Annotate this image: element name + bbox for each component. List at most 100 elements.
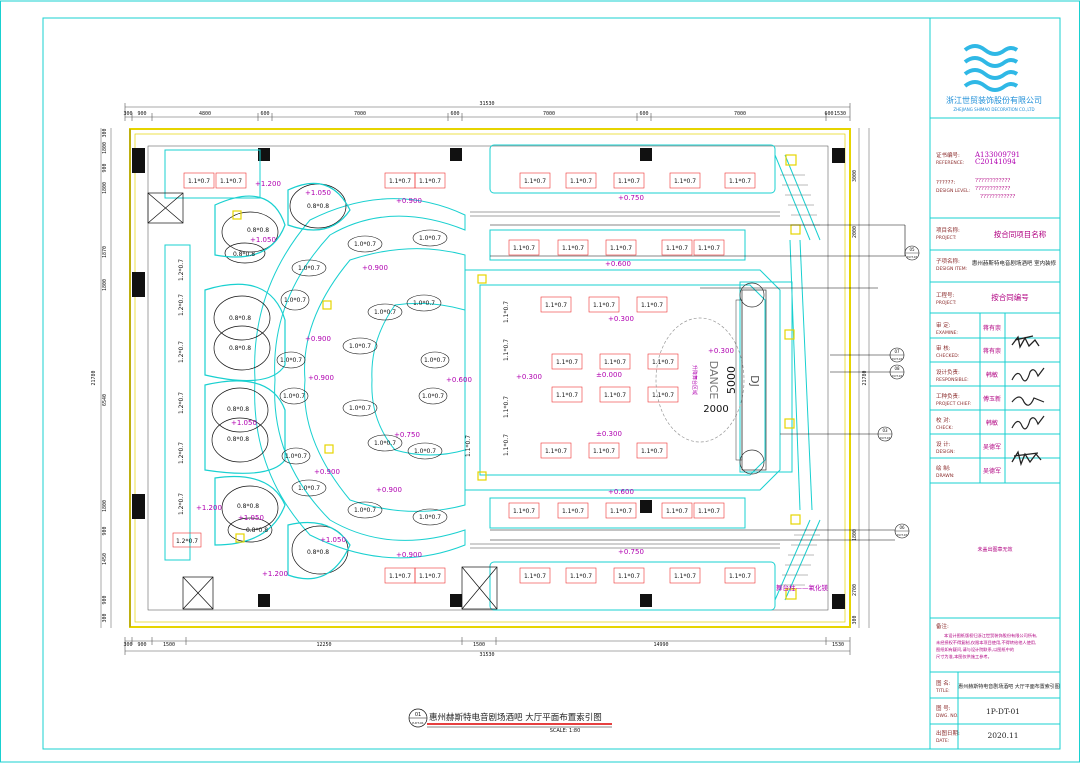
- top-dimension-labels: 31530 300 900 4800 600 7000 600 7000 600…: [123, 101, 846, 117]
- table-label: 1.1*0.7: [556, 392, 578, 399]
- section-markers: 05 P-DT-03 07 P-DT-03 08 P-DT-03 03 P-DT…: [490, 224, 920, 541]
- level-label: +0.900: [362, 264, 388, 272]
- table-label: 1.1*0.7: [698, 508, 720, 515]
- table-label: 1.0*0.7: [419, 235, 441, 242]
- notes-label: 备注:: [936, 622, 949, 630]
- svg-text:900: 900: [102, 526, 108, 535]
- drawing-title-label-en: TITLE:: [935, 688, 950, 694]
- table-label: 1.1*0.7: [593, 448, 615, 455]
- table-label: 1.1*0.7: [503, 396, 510, 418]
- svg-text:吴德军: 吴德军: [983, 467, 1001, 475]
- table-label: 1.2*0.7: [178, 259, 185, 281]
- svg-text:蒋有崇: 蒋有崇: [983, 324, 1001, 332]
- level-label: +1.200: [262, 570, 288, 578]
- cert-label-en: REFERENCE:: [936, 160, 964, 166]
- svg-text:1500: 1500: [163, 642, 175, 648]
- svg-text:300: 300: [102, 613, 108, 622]
- level-label: +0.900: [396, 197, 422, 205]
- table-label: 1.1*0.7: [641, 448, 663, 455]
- dj-stage: DANCE DJ 5000 2000 升降舞台区域: [655, 282, 767, 475]
- svg-text:08: 08: [894, 366, 900, 371]
- oval-booth-cyan: [204, 182, 351, 580]
- signature-row: 审 定: EXAMINE: 蒋有崇: [936, 321, 1001, 336]
- design-level-value-1: ????????????: [975, 178, 1010, 184]
- svg-text:31530: 31530: [479, 101, 494, 107]
- drawing-title: 惠州赫斯特电音剧场酒吧 大厅平面布置索引图: [429, 712, 602, 723]
- table-label: 1.1*0.7: [570, 573, 592, 580]
- cert-value-2: C20141094: [975, 158, 1017, 166]
- level-label: +1.050: [320, 536, 346, 544]
- table-label: 1.1*0.7: [545, 448, 567, 455]
- svg-text:900: 900: [137, 642, 146, 648]
- svg-text:1800: 1800: [102, 279, 108, 291]
- table-label: 1.0*0.7: [284, 297, 306, 304]
- svg-text:7000: 7000: [734, 111, 746, 117]
- section-marker: 03 P-DT-03: [780, 426, 893, 442]
- svg-text:韩敏: 韩敏: [986, 419, 998, 427]
- dimension-lines: [100, 106, 870, 652]
- table-label: 1.0*0.7: [283, 393, 305, 400]
- table-label: 1.1*0.7: [545, 302, 567, 309]
- table-label: 1.0*0.7: [285, 453, 307, 460]
- svg-text:1500: 1500: [473, 642, 485, 648]
- cert-label: 证书编号:: [936, 151, 960, 159]
- table-label: 1.1*0.7: [188, 178, 210, 185]
- table-label: 1.1*0.7: [666, 245, 688, 252]
- level-label: +1.050: [305, 189, 331, 197]
- section-marker: 05 P-DT-03: [490, 224, 920, 261]
- design-level-value-3: ????????????: [980, 194, 1015, 200]
- table-label: 1.0*0.7: [374, 309, 396, 316]
- project-no-label: 工程号:: [936, 291, 955, 299]
- table-label: 1.1*0.7: [674, 573, 696, 580]
- company-name: 浙江世贸装饰股份有限公司: [946, 95, 1042, 105]
- svg-text:05: 05: [909, 247, 915, 252]
- signature-row: 工种负责: PROJECT CHIEF: 傅玉新: [936, 392, 1001, 407]
- svg-text:4800: 4800: [199, 111, 211, 117]
- table-label: 1.1*0.7: [556, 359, 578, 366]
- table-label: 1.1*0.7: [618, 573, 640, 580]
- oval-booths: [211, 183, 349, 575]
- handwritten-signature: [1011, 415, 1045, 430]
- table-label: 1.1*0.7: [610, 245, 632, 252]
- level-markers: +1.200 +1.050 +0.900 +0.750 +1.050 +0.90…: [196, 180, 734, 578]
- svg-text:蒋有崇: 蒋有崇: [983, 347, 1001, 355]
- svg-text:31530: 31530: [479, 652, 494, 658]
- svg-text:傅玉新: 傅玉新: [983, 395, 1001, 403]
- svg-text:1800: 1800: [102, 182, 108, 194]
- table-label: 1.0*0.7: [422, 393, 444, 400]
- center-oval-tables: [276, 229, 450, 526]
- company-logo-icon: [963, 44, 1019, 92]
- table-label: 1.1*0.7: [729, 178, 751, 185]
- section-marker: 08 P-DT-03: [830, 364, 905, 380]
- svg-text:3000: 3000: [852, 170, 858, 182]
- level-label: +1.200: [255, 180, 281, 188]
- handwritten-signature: [1011, 396, 1045, 406]
- right-dimension-labels: 21780 3000 2000 1800 2700 300: [852, 170, 868, 625]
- table-label: 1.1*0.7: [652, 359, 674, 366]
- level-label: +1.050: [238, 514, 264, 522]
- table-label: 1.1*0.7: [729, 573, 751, 580]
- level-label: ±0.300: [596, 430, 622, 438]
- svg-text:1800: 1800: [102, 500, 108, 512]
- date-label-en: DATE:: [936, 738, 949, 744]
- signature-row: 校 对: CHECK: 韩敏: [936, 416, 998, 431]
- svg-text:韩敏: 韩敏: [986, 371, 998, 379]
- sub-project-value: 惠州赫斯特电音剧场酒吧 室内装修: [972, 259, 1057, 267]
- table-label: 1.0*0.7: [354, 241, 376, 248]
- svg-text:600: 600: [450, 111, 459, 117]
- stamp-note: 未盖出图章无效: [977, 546, 1012, 553]
- svg-text:600: 600: [824, 111, 833, 117]
- table-label: 0.8*0.8: [307, 203, 329, 210]
- level-label: +0.750: [394, 431, 420, 439]
- dance-label: DANCE: [707, 361, 720, 400]
- dance-floor-label: 升降舞台区域: [691, 365, 698, 395]
- svg-text:1530: 1530: [832, 642, 844, 648]
- table-label: 1.1*0.7: [513, 508, 535, 515]
- sub-project-label-en: DESIGN ITEM:: [936, 266, 967, 272]
- section-marker: 06 P-DT-03: [490, 523, 910, 541]
- svg-text:2000: 2000: [852, 226, 858, 238]
- table-label: 1.2*0.7: [178, 294, 185, 316]
- signature-table: 审 定: EXAMINE: 蒋有崇 审 核: CHECKED: 蒋有崇 设计负责…: [930, 313, 1060, 484]
- table-label: 1.1*0.7: [570, 178, 592, 185]
- right-note: 舞台柱——氧化镁: [776, 583, 829, 592]
